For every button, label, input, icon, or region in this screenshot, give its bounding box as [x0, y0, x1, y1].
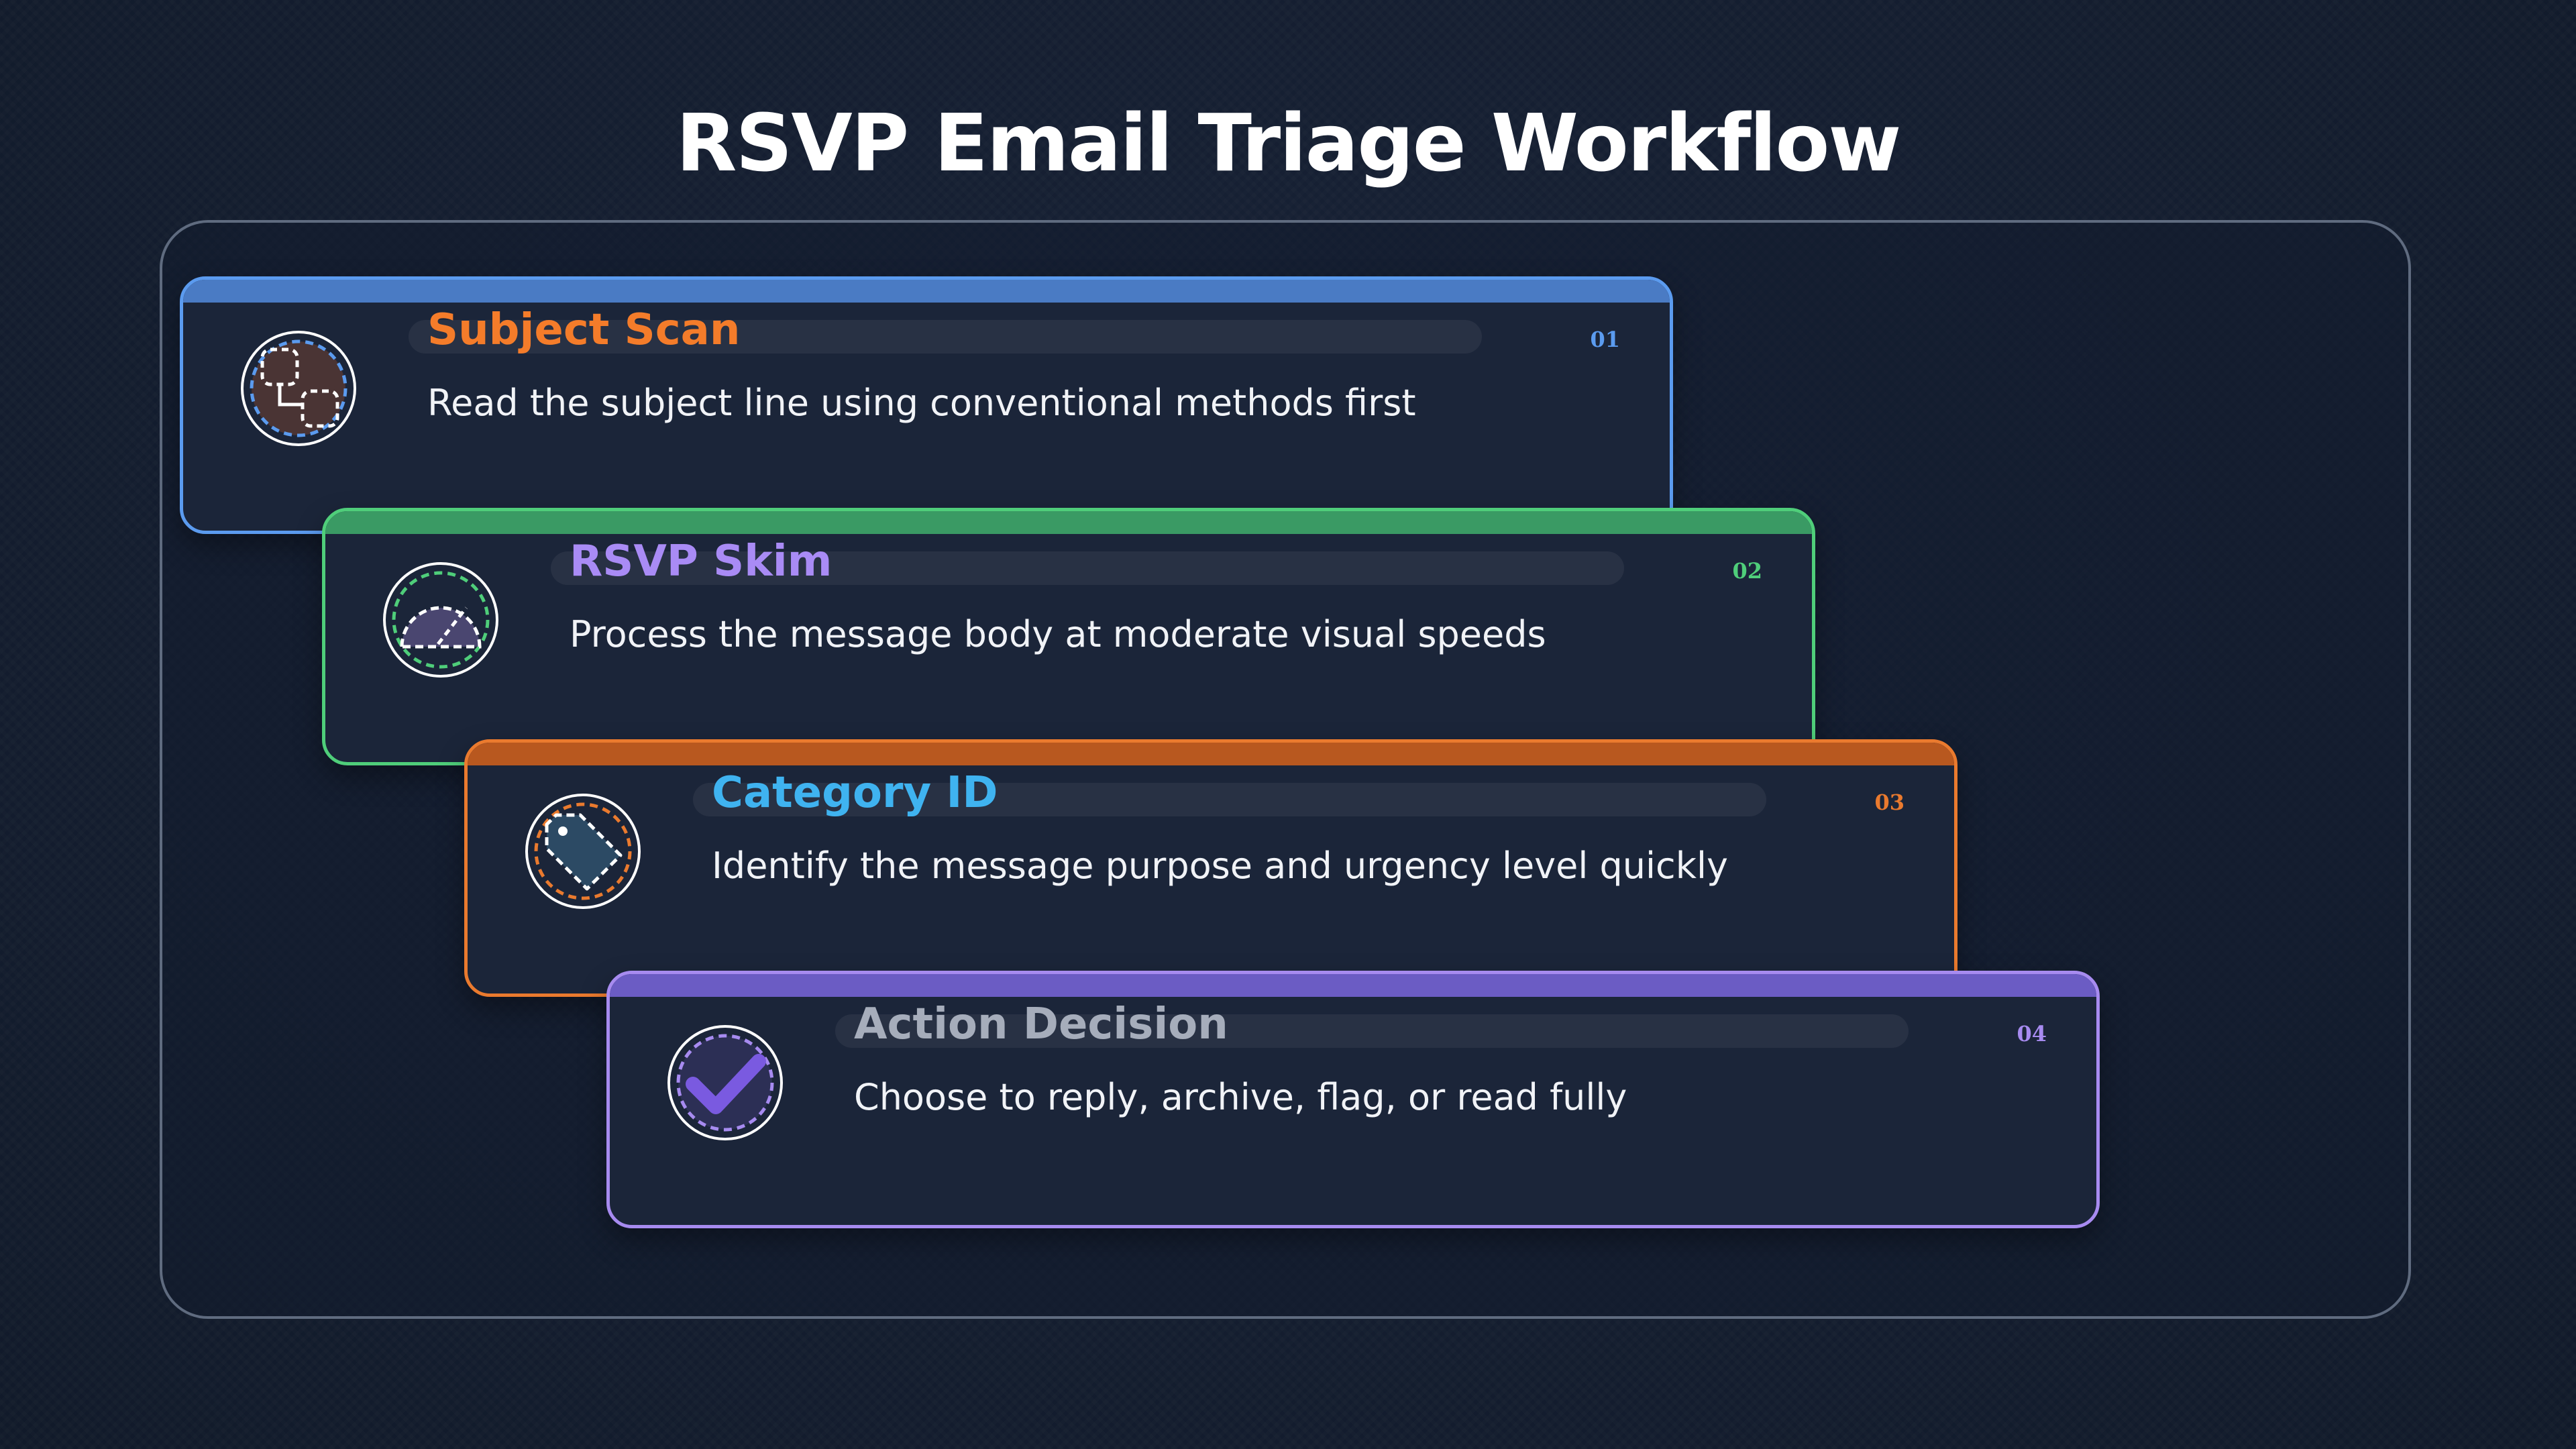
tag-icon	[524, 792, 642, 910]
step-description: Read the subject line using conventional…	[427, 382, 1416, 424]
step-number: 02	[1732, 558, 1762, 584]
step-card-subject-scan[interactable]: Subject Scan Read the subject line using…	[180, 276, 1673, 534]
page-title: RSVP Email Triage Workflow	[676, 97, 1902, 189]
step-number: 03	[1874, 790, 1904, 815]
step-description: Process the message body at moderate vis…	[570, 613, 1546, 655]
card-band	[610, 974, 2096, 997]
step-description: Identify the message purpose and urgency…	[712, 845, 1728, 887]
card-band	[183, 280, 1670, 303]
subject-scan-icon	[239, 329, 358, 447]
card-band	[325, 511, 1812, 534]
step-title: Action Decision	[854, 1000, 1228, 1049]
speed-gauge-icon	[382, 561, 500, 679]
title-pill	[551, 551, 1624, 585]
title-pill	[835, 1014, 1909, 1048]
card-band	[468, 743, 1954, 765]
title-pill	[693, 783, 1766, 816]
title-pill	[409, 320, 1482, 354]
step-card-rsvp-skim[interactable]: RSVP Skim Process the message body at mo…	[322, 508, 1815, 765]
check-icon	[666, 1024, 784, 1142]
step-title: Subject Scan	[427, 305, 741, 355]
step-card-category-id[interactable]: Category ID Identify the message purpose…	[464, 739, 1957, 997]
step-number: 01	[1590, 327, 1620, 352]
step-title: Category ID	[712, 768, 998, 818]
step-title: RSVP Skim	[570, 537, 833, 586]
step-description: Choose to reply, archive, flag, or read …	[854, 1076, 1627, 1118]
step-number: 04	[2017, 1021, 2047, 1046]
step-card-action-decision[interactable]: Action Decision Choose to reply, archive…	[606, 971, 2100, 1228]
